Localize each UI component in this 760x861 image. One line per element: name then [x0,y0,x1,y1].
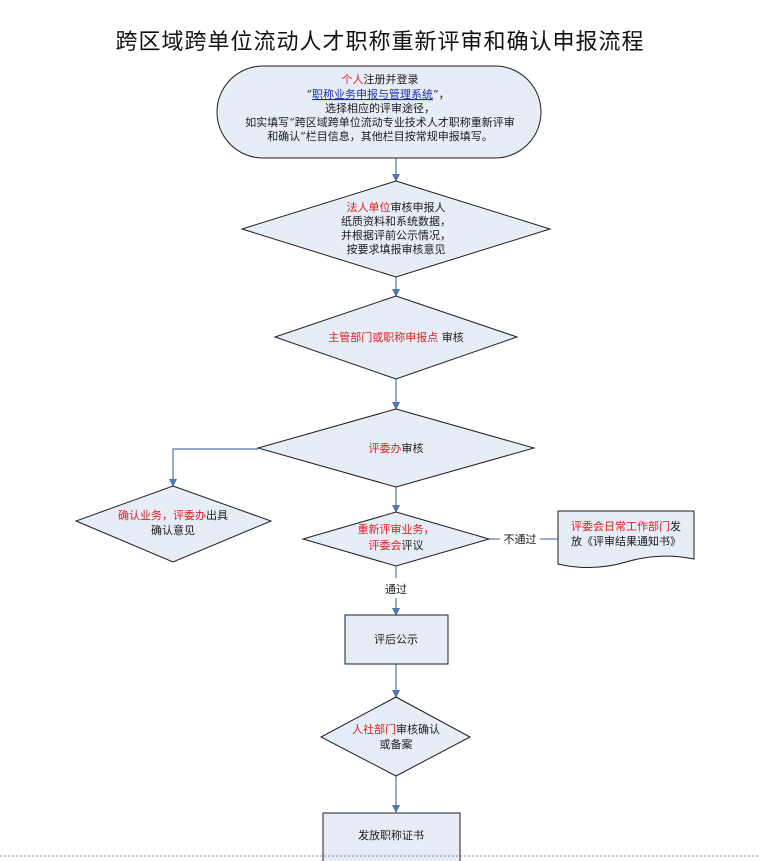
node-reevaluation: 重新评审业务， 评委会评议 [301,511,491,567]
svg-text:“职称业务申报与管理系统”，: “职称业务申报与管理系统”， [306,87,449,101]
node-unit-review: 法人单位审核申报人 纸质资料和系统数据， 并根据评前公示情况， 按要求填报审核意… [240,180,552,278]
svg-text:或备案: 或备案 [380,737,413,751]
node-confirmation-opinion: 确认业务，评委办出具 确认意见 [74,485,273,563]
svg-text:纸质资料和系统数据，: 纸质资料和系统数据， [341,214,451,228]
diagram-title: 跨区域跨单位流动人才职称重新评审和确认申报流程 [115,30,645,55]
svg-text:按要求填报审核意见: 按要求填报审核意见 [347,242,446,256]
svg-text:选择相应的评审途径，: 选择相应的评审途径， [325,101,435,115]
svg-text:主管部门或职称申报点 审核: 主管部门或职称申报点 审核 [328,330,464,344]
svg-text:确认业务，评委办出具: 确认业务，评委办出具 [118,508,228,522]
edge-n4-n5 [169,448,258,487]
svg-text:并根据评前公示情况，: 并根据评前公示情况， [341,228,451,242]
svg-text:个人注册并登录: 个人注册并登录 [342,72,419,86]
node-post-publicity: 评后公示 [344,614,449,665]
svg-text:确认意见: 确认意见 [151,523,195,537]
svg-text:评委办审核: 评委办审核 [369,441,424,455]
svg-text:和确认”栏目信息，其他栏目按常规申报填写。: 和确认”栏目信息，其他栏目按常规申报填写。 [267,129,493,143]
svg-text:人社部门审核确认: 人社部门审核确认 [352,722,440,736]
node-dept-review: 主管部门或职称申报点 审核 [273,295,519,380]
edge-label-pass: 通过 [385,583,407,596]
svg-text:发放职称证书: 发放职称证书 [358,828,424,842]
svg-text:评后公示: 评后公示 [374,633,418,646]
svg-text:重新评审业务，: 重新评审业务， [358,522,435,536]
node-result-notice: 评委会日常工作部门发 放《评审结果通知书》 [557,510,695,569]
svg-text:如实填写“跨区域跨单位流动专业技术人才职称重新评审: 如实填写“跨区域跨单位流动专业技术人才职称重新评审 [245,115,515,129]
node-register: 个人注册并登录 “职称业务申报与管理系统”， 选择相应的评审途径， 如实填写“跨… [216,65,542,159]
svg-text:放《评审结果通知书》: 放《评审结果通知书》 [571,534,681,548]
node-issue-certificate: 发放职称证书 [322,812,461,861]
node-hr-confirmation: 人社部门审核确认 或备案 [319,696,472,777]
edges [169,158,558,813]
node-committee-office-review: 评委办审核 [256,408,536,488]
svg-text:评委会日常工作部门发: 评委会日常工作部门发 [571,519,681,533]
svg-text:法人单位审核申报人: 法人单位审核申报人 [347,200,446,214]
svg-text:评委会评议: 评委会评议 [369,539,424,552]
edge-label-fail: 不通过 [504,533,537,546]
